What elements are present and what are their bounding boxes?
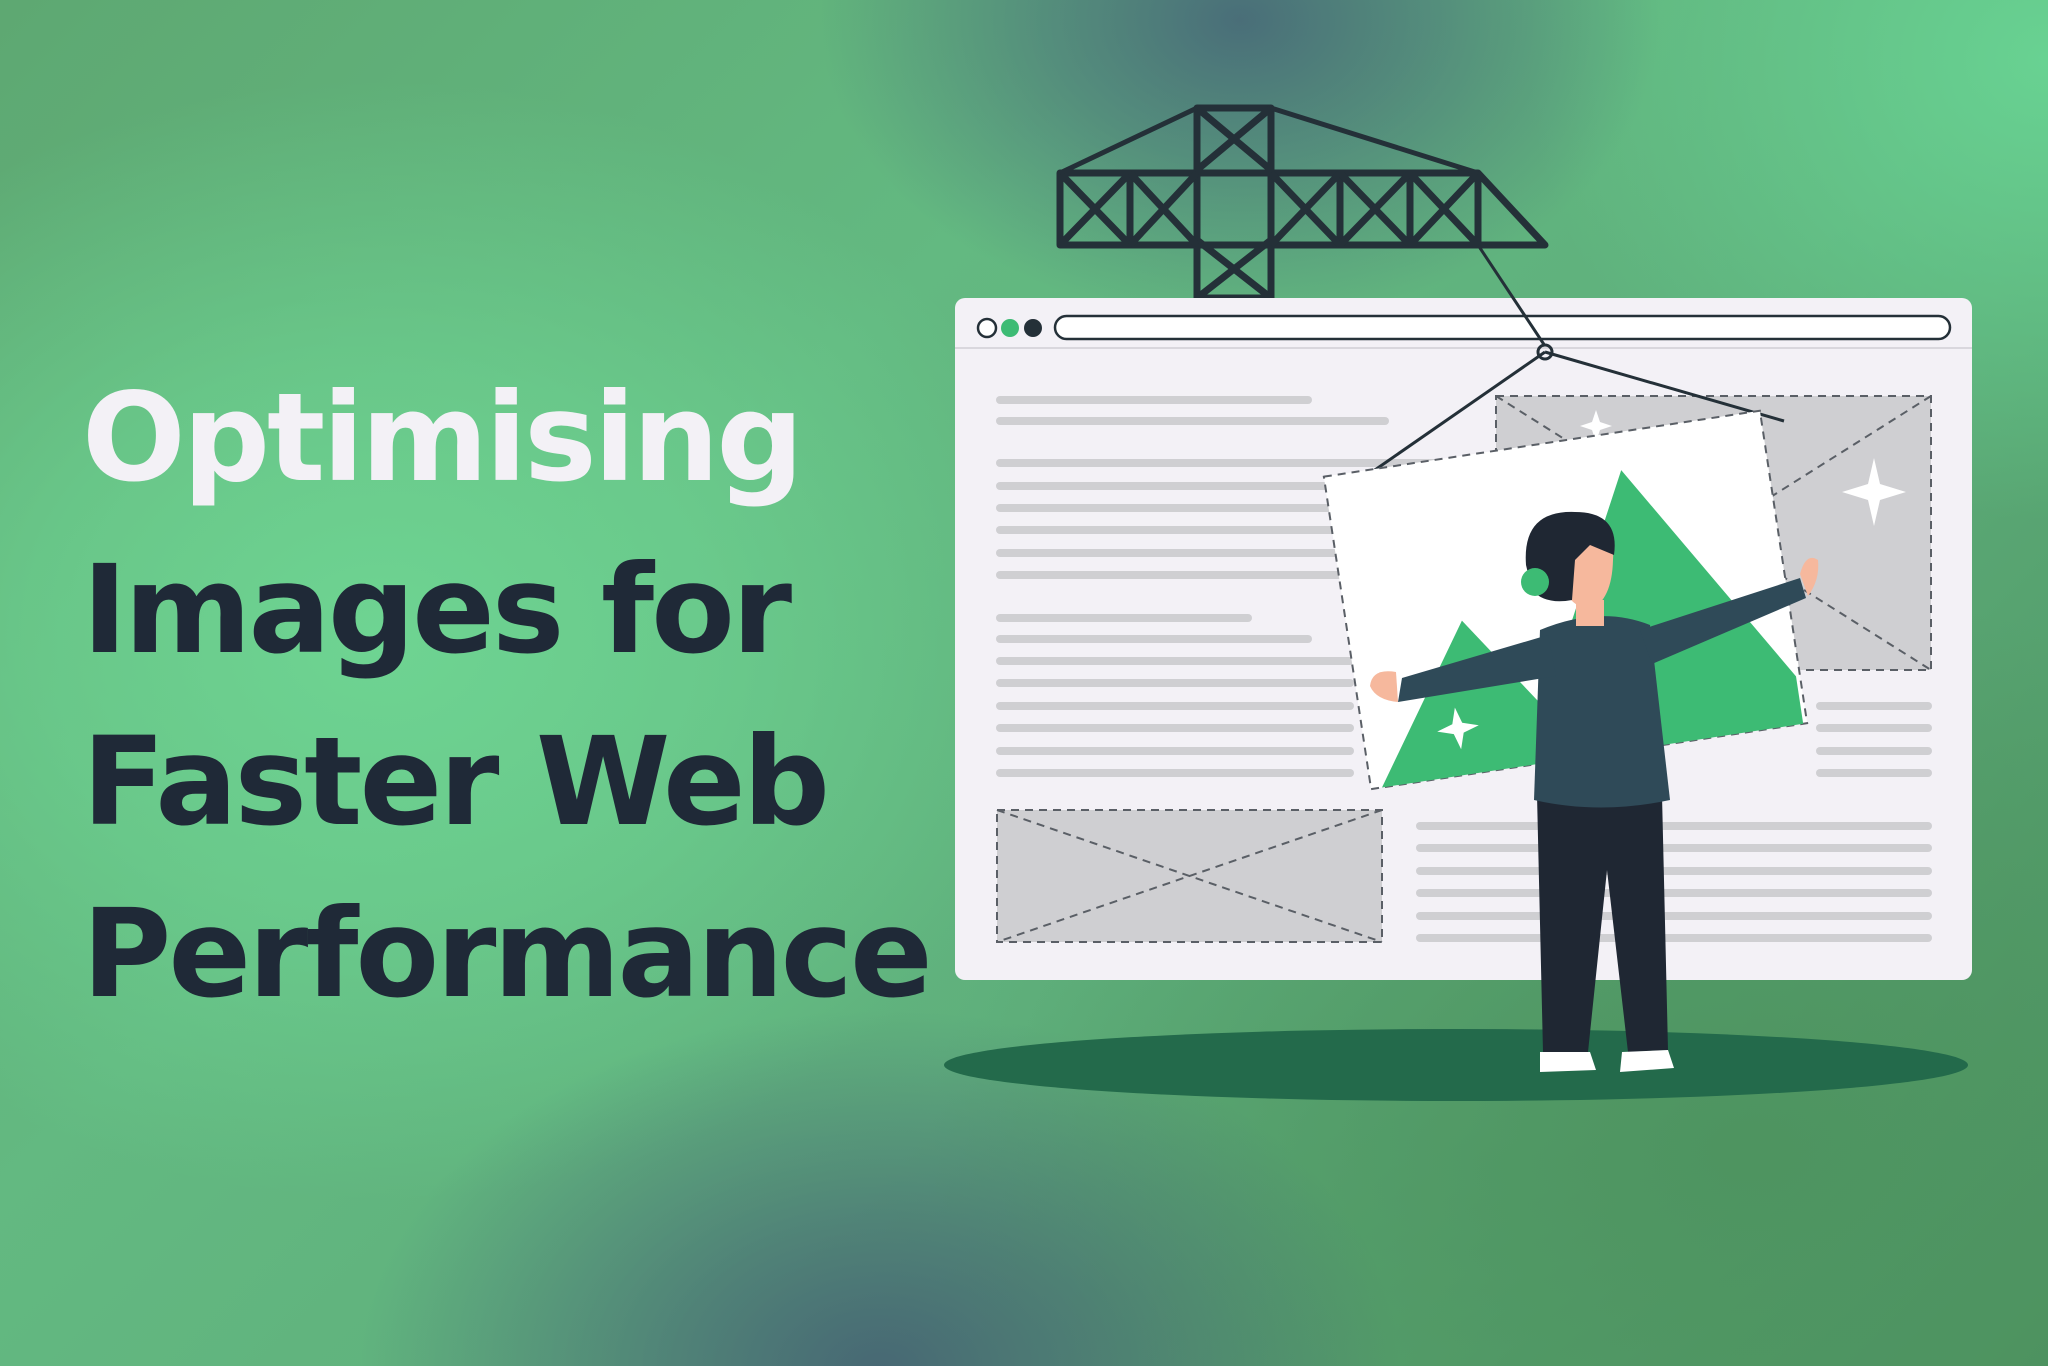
window-dot-close <box>976 317 998 339</box>
hoist-cables <box>1345 244 1785 492</box>
ground-shadow <box>944 1029 1968 1101</box>
sparkle-icon <box>1437 707 1479 750</box>
title-line-4: Performance <box>82 883 933 1025</box>
sparkle-icon <box>1842 458 1906 526</box>
text-placeholder-lines <box>996 396 1932 942</box>
page-title: Optimising Images for Faster Web Perform… <box>82 352 933 1040</box>
sparkle-icon <box>1580 410 1612 442</box>
window-dot-minimize <box>1001 319 1019 337</box>
address-bar <box>1053 314 1952 341</box>
image-placeholder-bottom <box>996 809 1383 943</box>
person-figure <box>1370 511 1819 1072</box>
window-dot-maximize <box>1024 319 1042 337</box>
title-line-2: Images for <box>82 539 792 681</box>
mountain-icon <box>1381 620 1564 788</box>
title-line-1: Optimising <box>82 367 804 509</box>
crane-icon <box>1056 104 1549 302</box>
title-line-3: Faster Web <box>82 711 830 853</box>
